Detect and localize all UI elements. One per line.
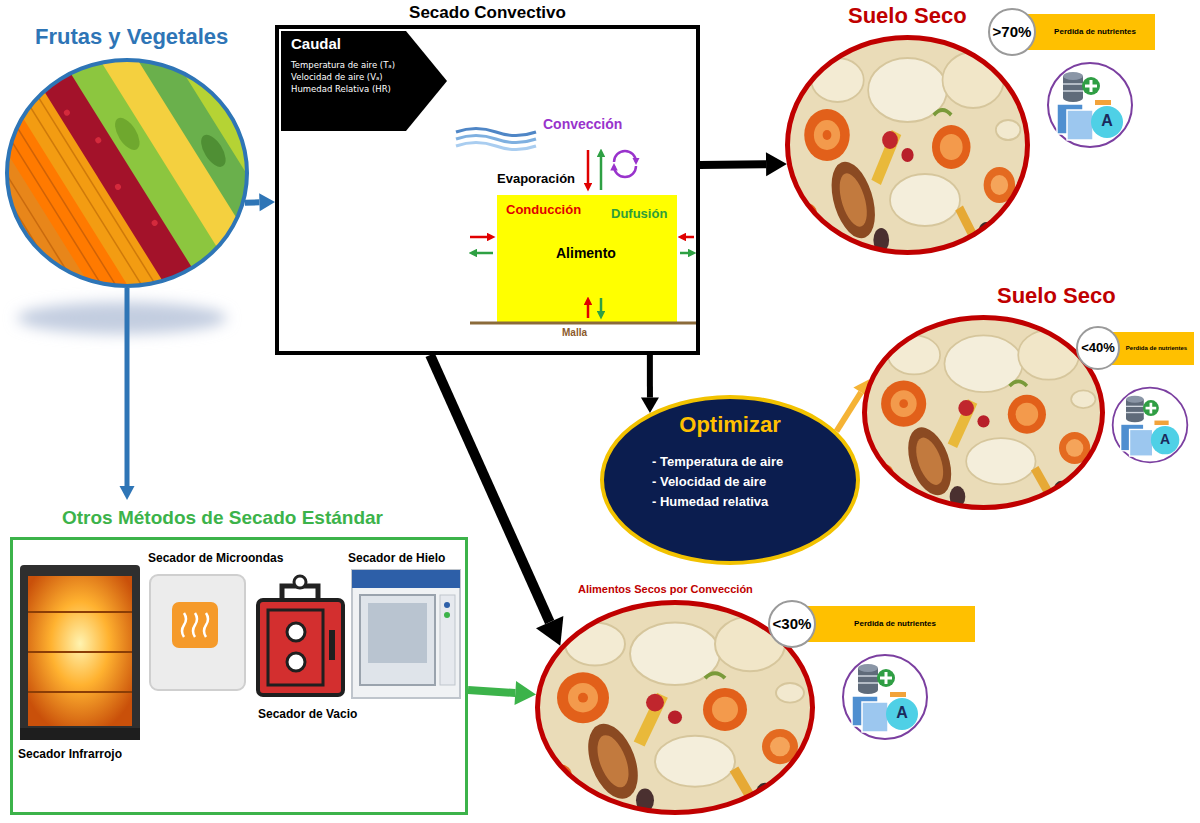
- node-text: Caudal: [291, 35, 341, 52]
- green-frame: [10, 537, 468, 815]
- flow-arrow: [245, 193, 275, 211]
- loss-band: Perdida de nutrientes: [1026, 14, 1155, 50]
- node-text: Perdida de nutrientes: [1126, 345, 1187, 352]
- node-text: Velocidad de aire (Vₐ): [291, 73, 383, 83]
- airflow-arrow: CaudalTemperatura de aire (Tₐ) Velocidad …: [281, 31, 447, 131]
- node-text: Humedad Relativa (HR): [291, 85, 391, 95]
- node-text: Dufusión: [611, 207, 667, 222]
- dried-food-ellipse: Alimentos Secos por ConvecciónPerdida de…: [535, 600, 815, 815]
- arrow-fill: [281, 31, 447, 131]
- arrow-line: [468, 690, 515, 693]
- node-text: Suelo Seco: [997, 283, 1116, 308]
- node-text: <40%: [1081, 341, 1115, 356]
- part-label: Malla: [562, 327, 587, 339]
- vitamin-letter: A: [1155, 431, 1175, 447]
- optimize-ellipse: Optimizar - Temperatura de aire - Velocida…: [600, 395, 860, 565]
- arrow-line: [647, 355, 653, 397]
- flow-arrow: [700, 152, 787, 176]
- percent-circle: >70%: [988, 8, 1036, 56]
- arrow-head: [120, 486, 135, 500]
- node-text: Suelo Seco: [848, 3, 967, 28]
- arrow-line: [245, 199, 260, 205]
- arrow-line: [430, 355, 550, 622]
- node-text: >70%: [993, 23, 1032, 40]
- node-text: - Temperatura de aire: [652, 455, 783, 470]
- device-label: Secador de Vacio: [258, 708, 357, 722]
- food-ellipse: Frutas y Vegetales: [5, 58, 249, 288]
- node-text: Optimizar: [604, 412, 856, 437]
- flow-arrow: [468, 681, 536, 705]
- process-label: Evaporación: [497, 172, 575, 187]
- percent-circle: <30%: [768, 600, 816, 648]
- node-text: Perdida de nutrientes: [1054, 28, 1136, 37]
- loss-band: Perdida de nutrientes: [1110, 332, 1194, 365]
- node-text: Alimentos Secos por Convección: [578, 583, 753, 596]
- loss-band: Perdida de nutrientes: [806, 606, 975, 642]
- arrow-head: [536, 616, 563, 646]
- food-block: Conducción DufusiónAlimento: [497, 195, 677, 322]
- dried-food-ellipse: Suelo SecoPerdida de nutrientes>70%: [785, 35, 1030, 255]
- arrow-line: [125, 288, 130, 486]
- node-text: Otros Métodos de Secado Estándar: [62, 507, 383, 529]
- device-label: Secador de Hielo: [348, 552, 445, 566]
- arrow-line: [836, 392, 861, 431]
- vitamin-letter: A: [1097, 112, 1117, 130]
- node-text: - Humedad relativa: [652, 495, 768, 510]
- arrow-line: [700, 160, 766, 169]
- node-text: - Velocidad de aire: [652, 475, 766, 490]
- arrow-head: [515, 681, 537, 705]
- device-label: Secador de Microondas: [148, 552, 283, 566]
- node-text: Conducción: [506, 203, 581, 218]
- method-group: Otros Métodos de Secado Estándar: [10, 500, 468, 815]
- node-text: Temperatura de aire (Tₐ): [291, 61, 395, 71]
- device-label: Secador Infrarrojo: [18, 748, 122, 762]
- process-box: Secado ConvectivoCaudalTemperatura de ai…: [275, 25, 700, 355]
- flow-arrow: [120, 288, 135, 500]
- loss-badge: Perdida de nutrientes <40%: [1076, 326, 1194, 370]
- node-text: Secado Convectivo: [275, 3, 700, 23]
- node-text: Frutas y Vegetales: [35, 24, 228, 49]
- dried-food-ellipse: Suelo SecoPerdida de nutrientes<40%: [862, 315, 1105, 510]
- vitamin-letter: A: [892, 704, 912, 722]
- flow-arrow: [641, 355, 659, 413]
- process-label: Convección: [543, 116, 622, 132]
- node-text: Perdida de nutrientes: [854, 620, 936, 629]
- arrow-head: [259, 193, 275, 211]
- loss-badge: Perdida de nutrientes >70%: [988, 8, 1155, 56]
- node-text: Alimento: [556, 245, 616, 261]
- node-text: <30%: [773, 615, 812, 632]
- loss-badge: Perdida de nutrientes <30%: [768, 600, 975, 648]
- percent-circle: <40%: [1076, 326, 1120, 370]
- flow-arrow: [430, 355, 563, 646]
- arrow-head: [766, 152, 787, 176]
